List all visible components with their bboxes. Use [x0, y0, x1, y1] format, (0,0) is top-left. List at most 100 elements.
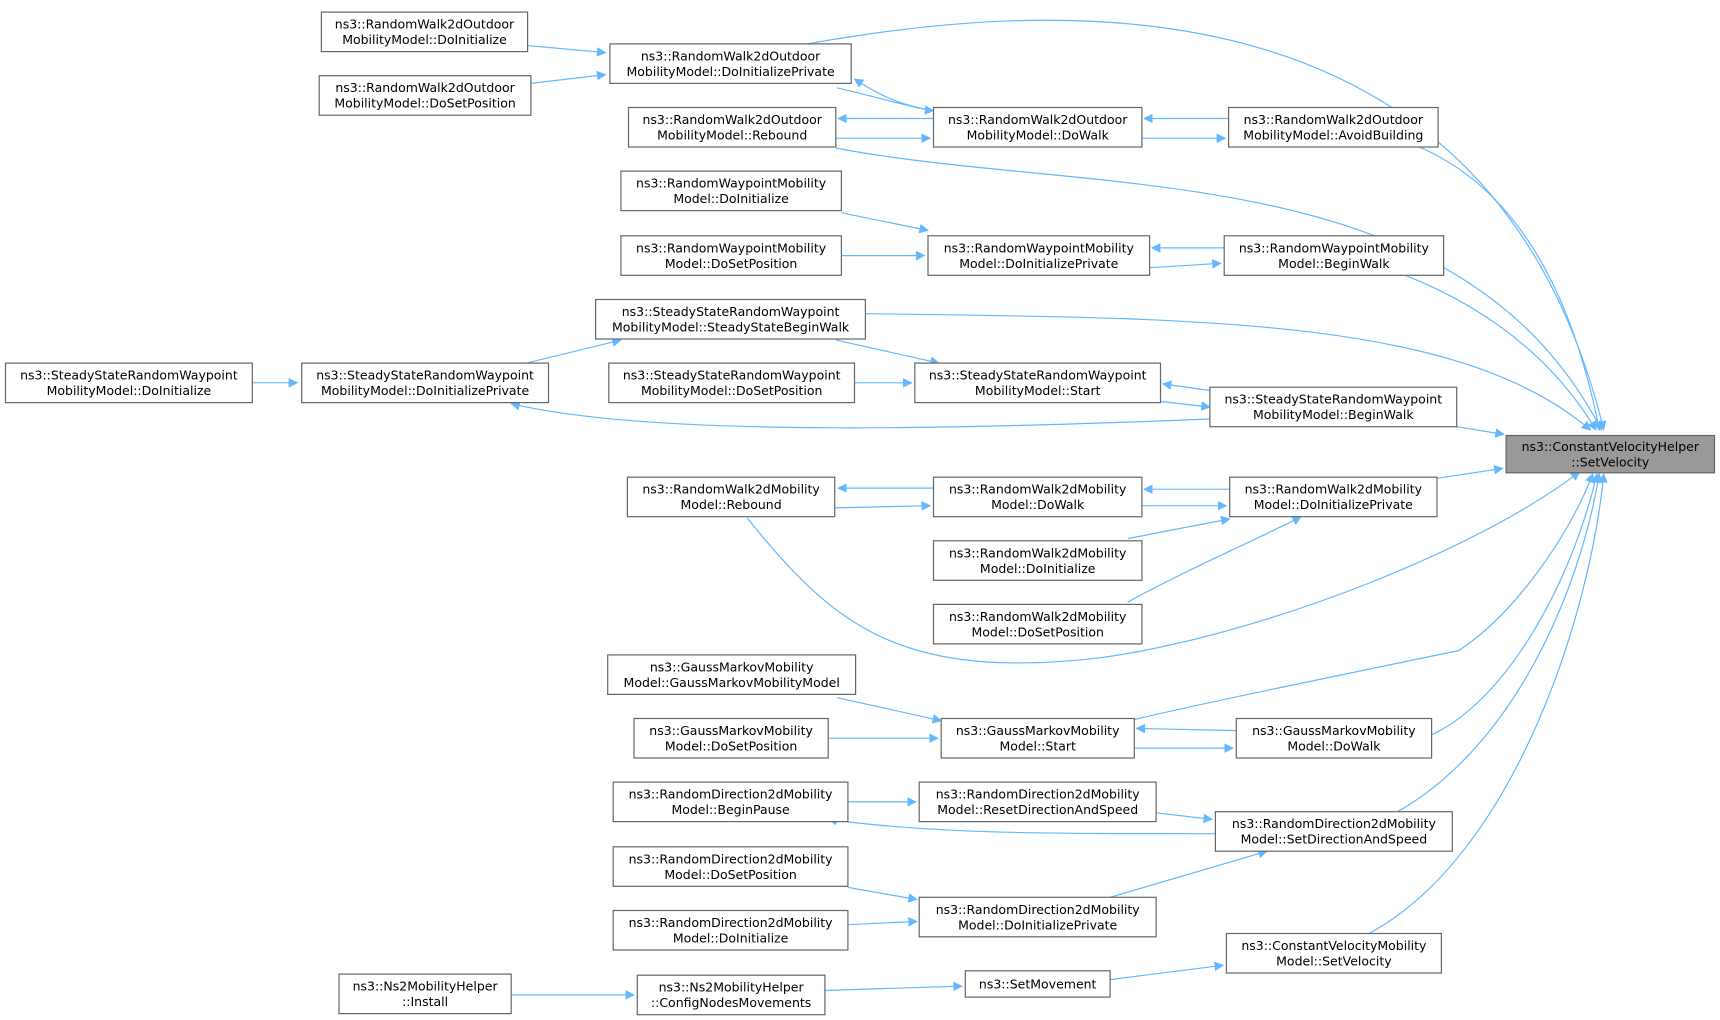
node-ss-initpriv[interactable]: ns3::SteadyStateRandomWaypointMobilityMo… — [301, 362, 550, 404]
node-rw2o-init[interactable]: ns3::RandomWalk2dOutdoorMobilityModel::D… — [320, 11, 529, 53]
edge-ss_begin-to-target — [1456, 426, 1505, 438]
node-label-line: Model::BeginPause — [671, 802, 790, 817]
node-ss-begin[interactable]: ns3::SteadyStateRandomWaypointMobilityMo… — [1209, 386, 1458, 428]
node-box — [4, 362, 253, 404]
node-rw2-init[interactable]: ns3::RandomWalk2dMobilityModel::DoInitia… — [932, 540, 1143, 581]
node-ss-init[interactable]: ns3::SteadyStateRandomWaypointMobilityMo… — [4, 362, 253, 404]
node-label-line: Model::DoSetPosition — [664, 867, 796, 882]
node-label-line: ns3::SteadyStateRandomWaypoint — [929, 368, 1147, 383]
node-box — [620, 170, 843, 212]
node-box — [1505, 434, 1716, 474]
node-box — [914, 362, 1162, 404]
node-label-line: MobilityModel::DoInitialize — [342, 32, 507, 47]
node-ns2-install[interactable]: ns3::Ns2MobilityHelper::Install — [338, 973, 512, 1015]
node-box — [932, 540, 1143, 581]
node-ns2-config[interactable]: ns3::Ns2MobilityHelper::ConfigNodesMovem… — [636, 974, 826, 1016]
edge-rd_setdir-to-target — [1397, 472, 1603, 813]
node-label-line: ns3::RandomWalk2dOutdoor — [335, 80, 515, 95]
node-box — [612, 846, 849, 887]
edge-ss_initpriv-to-ss_ssbegin — [526, 337, 622, 364]
edge-rd_initpriv-to-rd_setdir — [1109, 849, 1268, 898]
node-rd-initpriv[interactable]: ns3::RandomDirection2dMobilityModel::DoI… — [918, 896, 1157, 938]
node-label-line: ::ConfigNodesMovements — [651, 995, 811, 1010]
node-ss-setpos[interactable]: ns3::SteadyStateRandomWaypointMobilityMo… — [608, 362, 856, 404]
node-rw2o-setpos[interactable]: ns3::RandomWalk2dOutdoorMobilityModel::D… — [318, 75, 532, 116]
node-label-line: ns3::RandomDirection2dMobility — [629, 915, 834, 930]
node-label-line: ns3::RandomWaypointMobility — [1239, 240, 1430, 255]
node-rd-init[interactable]: ns3::RandomDirection2dMobilityModel::DoI… — [612, 909, 849, 951]
node-label-line: MobilityModel::DoInitializePrivate — [321, 383, 530, 398]
node-label-line: ns3::SteadyStateRandomWaypoint — [316, 368, 534, 383]
edge-ss_ssbegin-to-ss_start — [835, 339, 940, 366]
node-label-line: MobilityModel::Start — [975, 383, 1101, 398]
node-rwp-init[interactable]: ns3::RandomWaypointMobilityModel::DoInit… — [620, 170, 843, 212]
node-cvm-setvel[interactable]: ns3::ConstantVelocityMobilityModel::SetV… — [1225, 932, 1443, 974]
node-label-line: Model::DoInitializePrivate — [959, 256, 1118, 271]
node-label-line: ns3::SetMovement — [979, 977, 1097, 992]
node-box — [633, 717, 829, 759]
node-box — [932, 476, 1143, 518]
node-label-line: ns3::RandomWalk2dOutdoor — [641, 48, 821, 63]
node-gm-start[interactable]: ns3::GaussMarkovMobilityModel::Start — [940, 717, 1135, 759]
node-rd-setdir[interactable]: ns3::RandomDirection2dMobilityModel::Set… — [1214, 811, 1453, 852]
node-box — [612, 909, 849, 951]
node-setmovement[interactable]: ns3::SetMovement — [964, 970, 1111, 998]
node-target[interactable]: ns3::ConstantVelocityHelper::SetVelocity — [1505, 434, 1716, 474]
node-gm-setpos[interactable]: ns3::GaussMarkovMobilityModel::DoSetPosi… — [633, 717, 829, 759]
node-rw2-setpos[interactable]: ns3::RandomWalk2dMobilityModel::DoSetPos… — [932, 603, 1143, 645]
node-rwp-begin[interactable]: ns3::RandomWaypointMobilityModel::BeginW… — [1223, 235, 1445, 276]
node-label-line: Model::GaussMarkovMobilityModel — [624, 675, 840, 690]
node-rw2o-initpriv[interactable]: ns3::RandomWalk2dOutdoorMobilityModel::D… — [609, 43, 852, 85]
node-label-line: Model::DoInitializePrivate — [958, 917, 1117, 932]
node-rw2o-avoid[interactable]: ns3::RandomWalk2dOutdoorMobilityModel::A… — [1227, 106, 1439, 148]
node-label-line: ::SetVelocity — [1571, 454, 1650, 469]
edge-rw2_rebound-to-rw2_dowalk — [834, 501, 932, 511]
node-rw2-initpriv[interactable]: ns3::RandomWalk2dMobilityModel::DoInitia… — [1229, 476, 1438, 518]
node-box — [608, 362, 856, 404]
edge-rw2o_init-to-rw2o_initpriv — [522, 44, 607, 57]
node-box — [964, 970, 1111, 998]
node-box — [620, 235, 843, 276]
node-label-line: Model::DoSetPosition — [665, 256, 797, 271]
node-rwp-initpriv[interactable]: ns3::RandomWaypointMobilityModel::DoInit… — [927, 235, 1151, 276]
node-box — [609, 43, 852, 85]
node-rd-reset[interactable]: ns3::RandomDirection2dMobilityModel::Res… — [918, 781, 1157, 823]
node-rw2o-rebound[interactable]: ns3::RandomWalk2dOutdoorMobilityModel::R… — [627, 106, 837, 148]
node-box — [940, 717, 1135, 759]
edge-rwp_init-to-rwp_initpriv — [841, 212, 929, 234]
edge-rw2o_initpriv-to-target — [807, 19, 1607, 431]
edge-gm_start-to-target — [1134, 473, 1595, 721]
node-label-line: Model::DoWalk — [991, 497, 1085, 512]
node-box — [1214, 811, 1453, 852]
node-rd-setpos[interactable]: ns3::RandomDirection2dMobilityModel::DoS… — [612, 846, 849, 887]
node-label-line: ns3::RandomDirection2dMobility — [629, 787, 834, 802]
node-box — [627, 106, 837, 148]
edge-rw2o_setpos-to-rw2o_initpriv — [530, 70, 607, 84]
edge-rw2o_rebound-to-target — [835, 147, 1603, 431]
node-rd-pause[interactable]: ns3::RandomDirection2dMobilityModel::Beg… — [612, 781, 849, 823]
node-rw2o-dowalk[interactable]: ns3::RandomWalk2dOutdoorMobilityModel::D… — [932, 106, 1143, 148]
node-label-line: ns3::ConstantVelocityHelper — [1522, 439, 1700, 454]
node-gm-ctor[interactable]: ns3::GaussMarkovMobilityModel::GaussMark… — [607, 654, 857, 696]
edge-gm_ctor-to-gm_start — [836, 697, 943, 724]
node-rwp-setpos[interactable]: ns3::RandomWaypointMobilityModel::DoSetP… — [620, 235, 843, 276]
node-label-line: Model::SetVelocity — [1276, 954, 1392, 969]
edge-rw2_initpriv-to-target — [1436, 464, 1504, 479]
node-gm-dowalk[interactable]: ns3::GaussMarkovMobilityModel::DoWalk — [1235, 717, 1433, 759]
node-label-line: ns3::RandomWaypointMobility — [636, 240, 827, 255]
node-ss-start[interactable]: ns3::SteadyStateRandomWaypointMobilityMo… — [914, 362, 1162, 404]
edge-gm_dowalk-to-gm_start — [1135, 723, 1237, 734]
node-label-line: MobilityModel::DoSetPosition — [334, 96, 516, 111]
node-box — [594, 298, 866, 340]
node-label-line: ns3::RandomDirection2dMobility — [629, 851, 834, 866]
edge-rw2o_avoid-to-target — [1419, 146, 1603, 431]
edge-rw2o_dowalk-to-rw2o_initpriv — [853, 78, 934, 112]
node-ss-ssbegin[interactable]: ns3::SteadyStateRandomWaypointMobilityMo… — [594, 298, 866, 340]
edge-rwp_begin-to-target — [1404, 274, 1597, 431]
edge-ss_start-to-ss_begin — [1160, 400, 1211, 411]
node-label-line: Model::ResetDirectionAndSpeed — [937, 802, 1138, 817]
edge-rw2_setpos-to-rw2_initpriv — [1127, 516, 1302, 603]
